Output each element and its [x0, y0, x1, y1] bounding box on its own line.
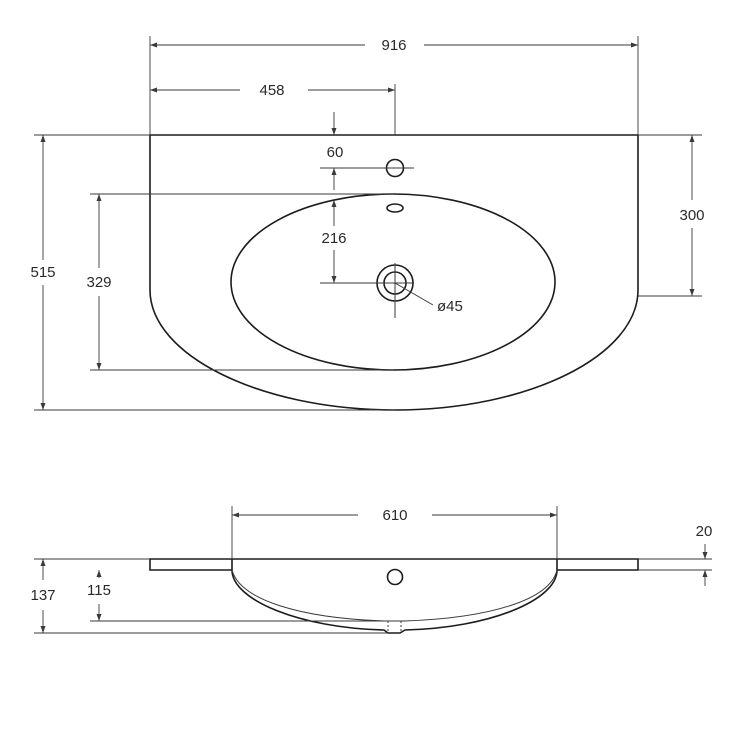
side-tap-hole — [386, 568, 404, 586]
basin-outline — [149, 134, 639, 411]
top-view: 916 458 60 216 ø45 515 329 300 — [30, 36, 705, 411]
dim-side-depth: 300 — [679, 207, 704, 224]
dim-drain-diameter: ø45 — [437, 298, 463, 315]
side-view: 610 20 137 115 — [30, 506, 713, 634]
dim-bowl-width: 610 — [382, 507, 407, 524]
dim-depth: 515 — [30, 264, 55, 281]
bowl-profile — [231, 559, 558, 634]
bowl-outline — [230, 193, 556, 371]
dim-bowl-height: 115 — [87, 582, 111, 599]
dim-slab-thickness: 20 — [696, 523, 713, 540]
overflow-slot — [386, 203, 404, 213]
dim-overall-width: 916 — [381, 37, 406, 54]
dim-total-height: 137 — [30, 587, 55, 604]
dim-tap-offset: 60 — [327, 144, 344, 161]
slab-outline — [149, 558, 639, 571]
dim-bowl-depth: 329 — [86, 274, 111, 291]
dim-half-width: 458 — [259, 82, 284, 99]
dim-drain-offset: 216 — [321, 230, 346, 247]
